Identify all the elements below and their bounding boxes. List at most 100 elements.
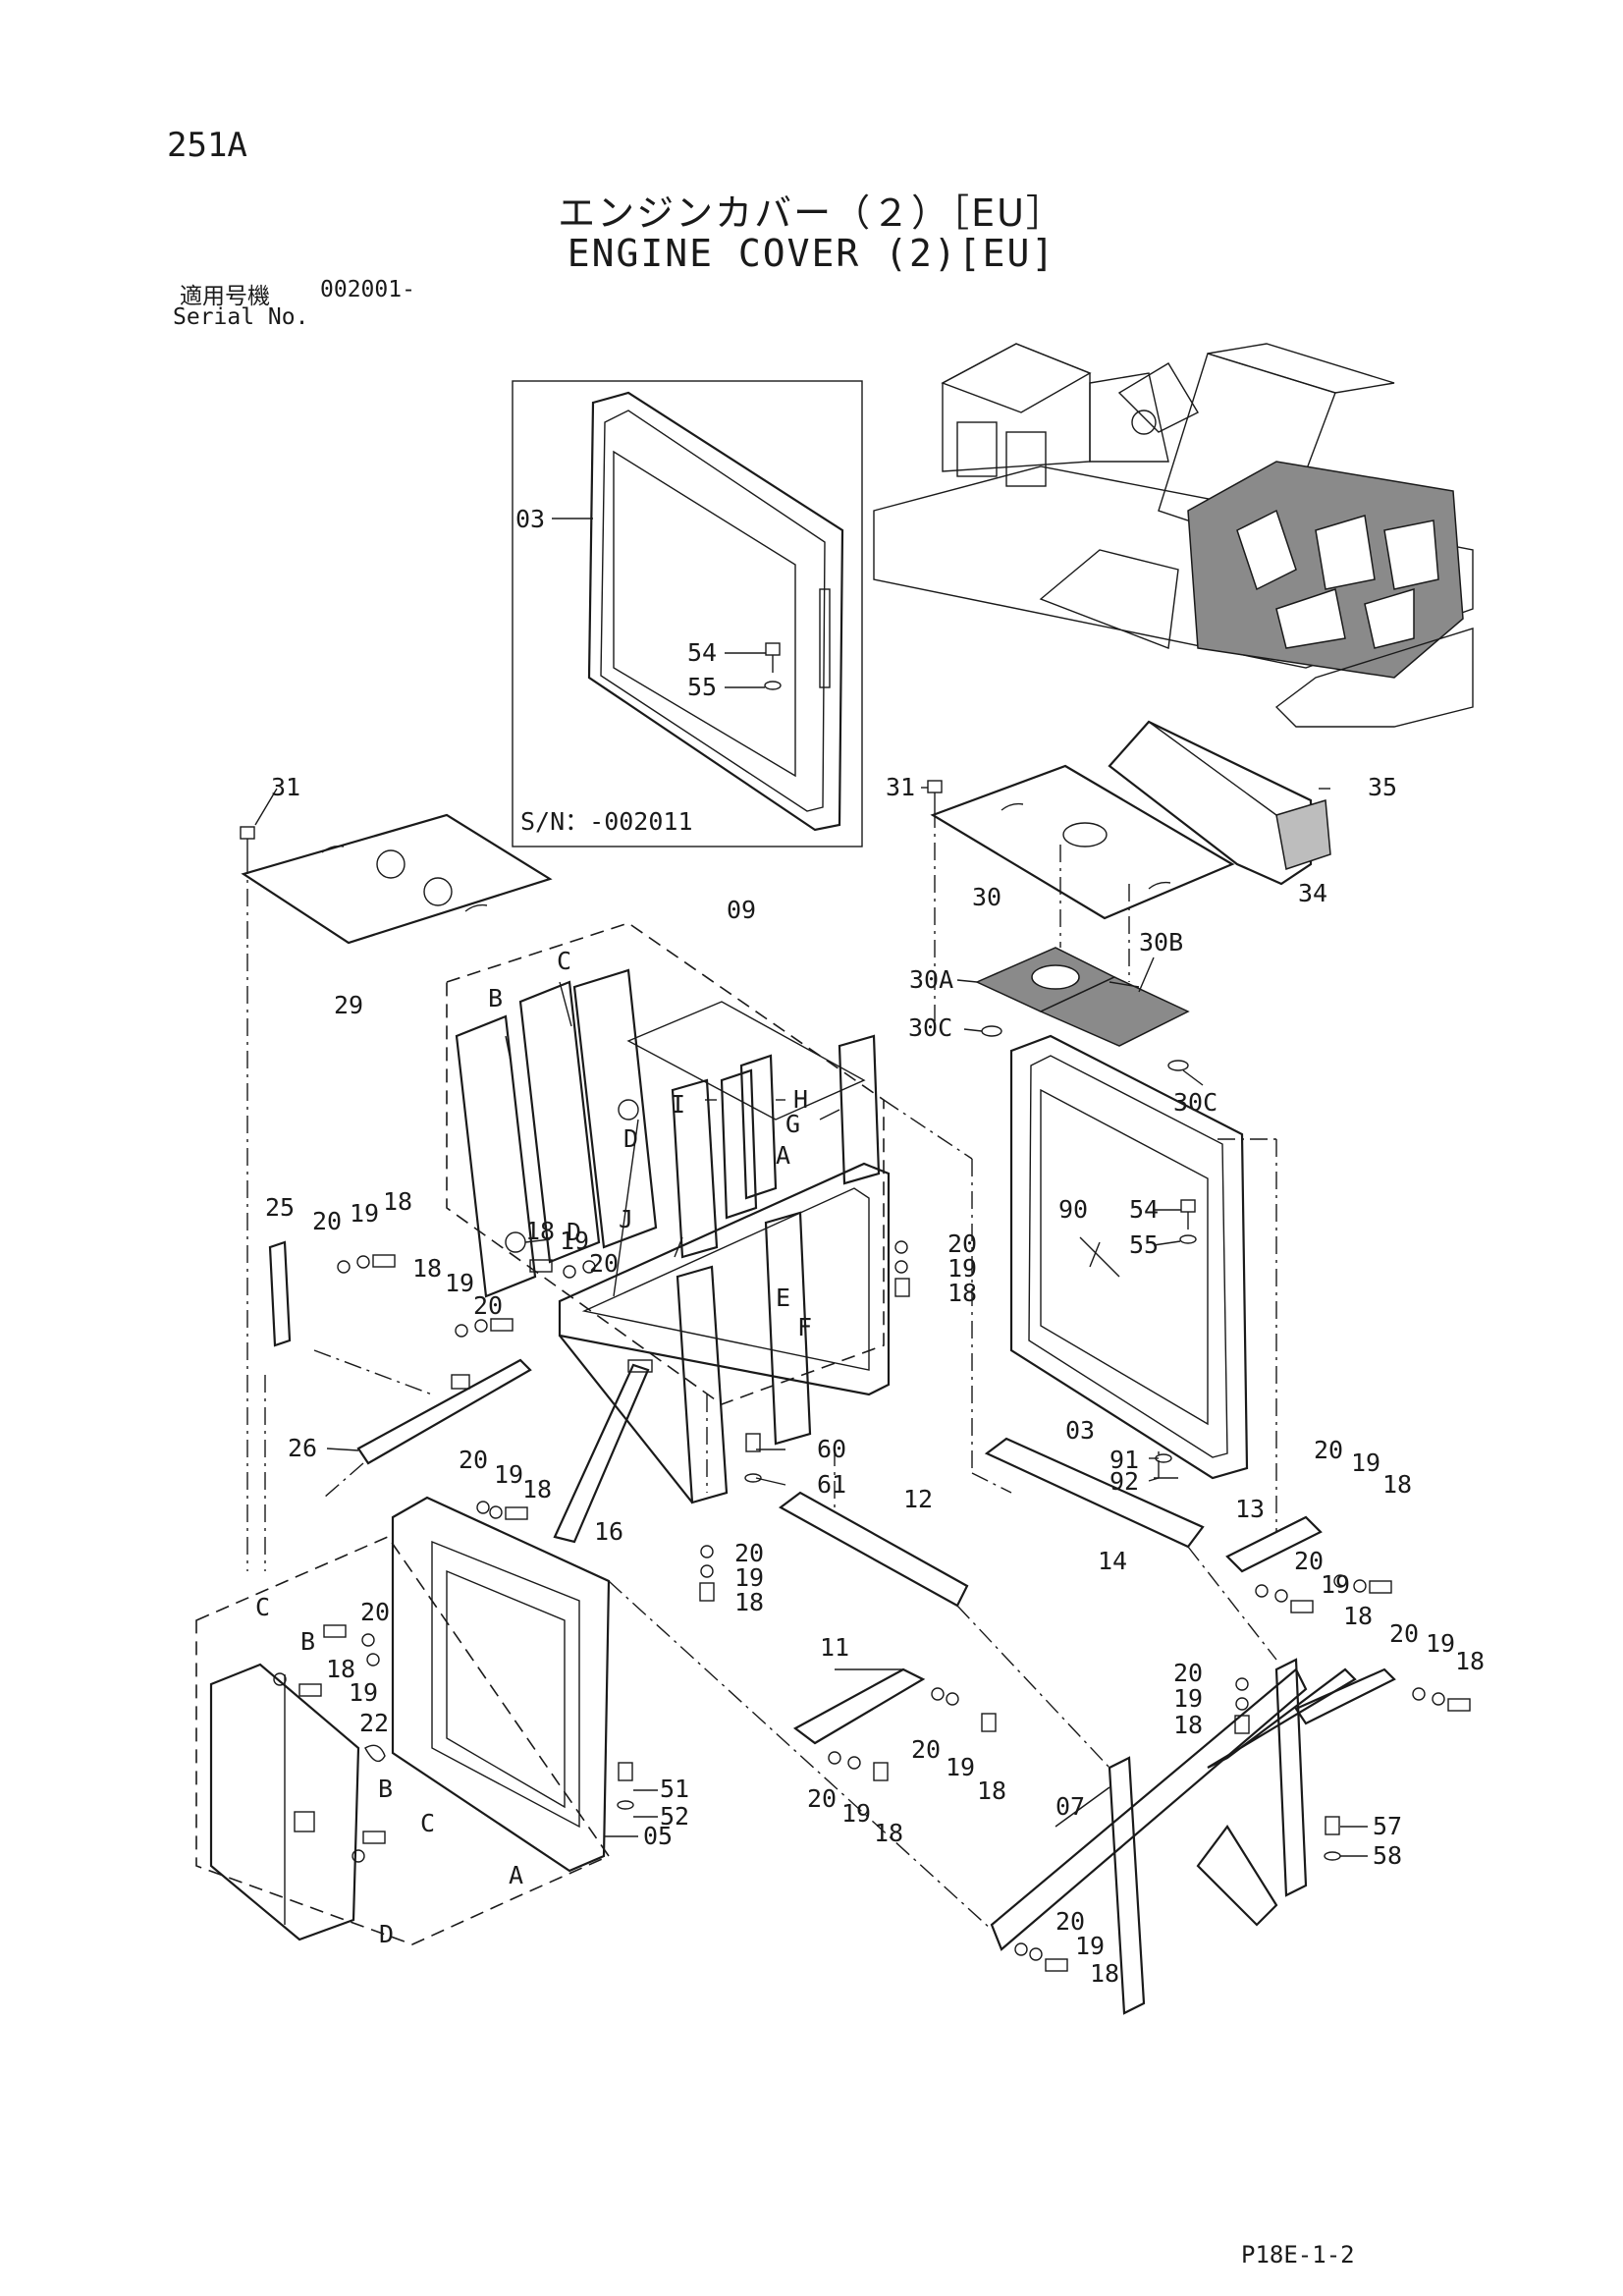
- callout-14: 14: [1098, 1547, 1127, 1575]
- callout-D-upper: D: [623, 1124, 638, 1153]
- leader-lines: [254, 518, 1368, 1857]
- callout-60: 60: [817, 1435, 846, 1463]
- callout-18h: 18: [1343, 1602, 1373, 1630]
- frame-05: [391, 1496, 611, 1873]
- callout-16: 16: [594, 1517, 623, 1546]
- callout-91: 91: [1109, 1446, 1139, 1474]
- callout-18b: 18: [525, 1217, 555, 1245]
- callout-20h: 20: [1294, 1547, 1324, 1575]
- callout-20n: 20: [1055, 1907, 1085, 1936]
- callout-31b: 31: [886, 773, 915, 801]
- callout-19m: 19: [1426, 1629, 1455, 1658]
- callout-29: 29: [334, 991, 363, 1019]
- group-09-outline: [446, 922, 885, 1405]
- serial-label-english: Serial No.: [173, 304, 309, 330]
- bolt: [1180, 1199, 1196, 1230]
- callout-35: 35: [1368, 773, 1397, 801]
- machine-overview-illustration: [873, 343, 1474, 728]
- callout-03b: 03: [1065, 1416, 1095, 1445]
- callout-58: 58: [1373, 1841, 1402, 1870]
- callout-54a: 54: [687, 638, 717, 667]
- callout-19k: 19: [946, 1753, 975, 1781]
- callout-54b: 54: [1129, 1195, 1159, 1224]
- engine-cover-highlight: [1187, 461, 1464, 679]
- callout-30B: 30B: [1139, 928, 1183, 957]
- callout-C3: C: [420, 1809, 435, 1837]
- callout-D1: D: [567, 1218, 581, 1246]
- callout-18n: 18: [1090, 1959, 1119, 1988]
- callout-18j: 18: [874, 1819, 903, 1847]
- callout-B2: B: [300, 1627, 315, 1656]
- rail-12: [778, 1491, 969, 1608]
- top-plate-29: [240, 813, 553, 945]
- callout-09: 09: [727, 896, 756, 924]
- callout-D2: D: [379, 1920, 394, 1948]
- callout-20c: 20: [473, 1291, 503, 1320]
- callout-90: 90: [1058, 1195, 1088, 1224]
- callout-20e: 20: [459, 1446, 488, 1474]
- callout-19d: 19: [947, 1254, 977, 1283]
- center-frame-a: [558, 1162, 891, 1504]
- callout-13: 13: [1235, 1495, 1265, 1523]
- callout-18g: 18: [1382, 1470, 1412, 1499]
- assembly-lines: [246, 810, 1277, 1931]
- callout-19j: 19: [841, 1799, 871, 1828]
- callout-19l: 19: [1173, 1684, 1203, 1713]
- stay-16: [553, 1359, 653, 1544]
- callout-19i: 19: [349, 1678, 378, 1707]
- callout-H: H: [793, 1085, 808, 1114]
- callout-30C-right: 30C: [1173, 1088, 1217, 1117]
- callout-26: 26: [288, 1434, 317, 1462]
- callout-F: F: [797, 1313, 812, 1341]
- pads-30A-30B: [975, 947, 1190, 1071]
- callout-J: J: [619, 1205, 633, 1233]
- footer-code: P18E-1-2: [1241, 2241, 1355, 2269]
- callout-labels: 03 54 55 31 29 09 B C I H G D J D A 31 3…: [255, 505, 1485, 1988]
- hardware-fasteners: [273, 1240, 1471, 1972]
- callout-30C-left: 30C: [908, 1013, 952, 1042]
- callout-31a: 31: [271, 773, 300, 801]
- callout-A2: A: [509, 1861, 523, 1889]
- bracket-11: [792, 1667, 926, 1745]
- callout-18d: 18: [947, 1279, 977, 1307]
- rail-14: [984, 1437, 1205, 1549]
- callout-20b: 20: [589, 1249, 619, 1278]
- callout-03a: 03: [515, 505, 545, 533]
- inset-serial-range: S/N：-002011: [520, 807, 693, 836]
- bracket-13: [1225, 1515, 1323, 1573]
- callout-61: 61: [817, 1470, 846, 1499]
- top-plate-30: [927, 764, 1235, 920]
- frame-03-right: [1009, 1034, 1249, 1480]
- callout-20m: 20: [1389, 1619, 1419, 1648]
- callout-05: 05: [643, 1822, 673, 1850]
- strip-25: [268, 1240, 292, 1347]
- callout-I: I: [671, 1090, 685, 1119]
- callout-22: 22: [359, 1709, 389, 1737]
- callout-18a: 18: [383, 1187, 412, 1216]
- callout-19c: 19: [445, 1269, 474, 1297]
- serial-value: 002001-: [320, 277, 415, 302]
- callout-18i: 18: [326, 1655, 355, 1683]
- callout-B3: B: [378, 1775, 393, 1803]
- serial-label-japanese: 適用号機: [180, 284, 270, 309]
- callout-20l: 20: [1173, 1659, 1203, 1687]
- callout-30: 30: [972, 883, 1001, 911]
- callout-19b: 19: [560, 1227, 589, 1255]
- page-number: 251A: [167, 126, 247, 165]
- bolt: [240, 826, 255, 856]
- callout-19a: 19: [350, 1199, 379, 1228]
- callout-18k: 18: [977, 1777, 1006, 1805]
- callout-20d: 20: [947, 1230, 977, 1258]
- callout-55b: 55: [1129, 1230, 1159, 1259]
- callout-20a: 20: [312, 1207, 342, 1235]
- callout-57: 57: [1373, 1812, 1402, 1840]
- callout-12: 12: [903, 1485, 933, 1513]
- title-japanese: エンジンカバー（２）［EU］: [558, 191, 1065, 235]
- callout-A1: A: [776, 1141, 790, 1170]
- title-english: ENGINE COVER (2)[EU]: [567, 232, 1056, 275]
- callout-07: 07: [1055, 1792, 1085, 1821]
- callout-18f: 18: [734, 1588, 764, 1616]
- callout-20j: 20: [807, 1784, 837, 1813]
- base-frame-07: [990, 1658, 1396, 2015]
